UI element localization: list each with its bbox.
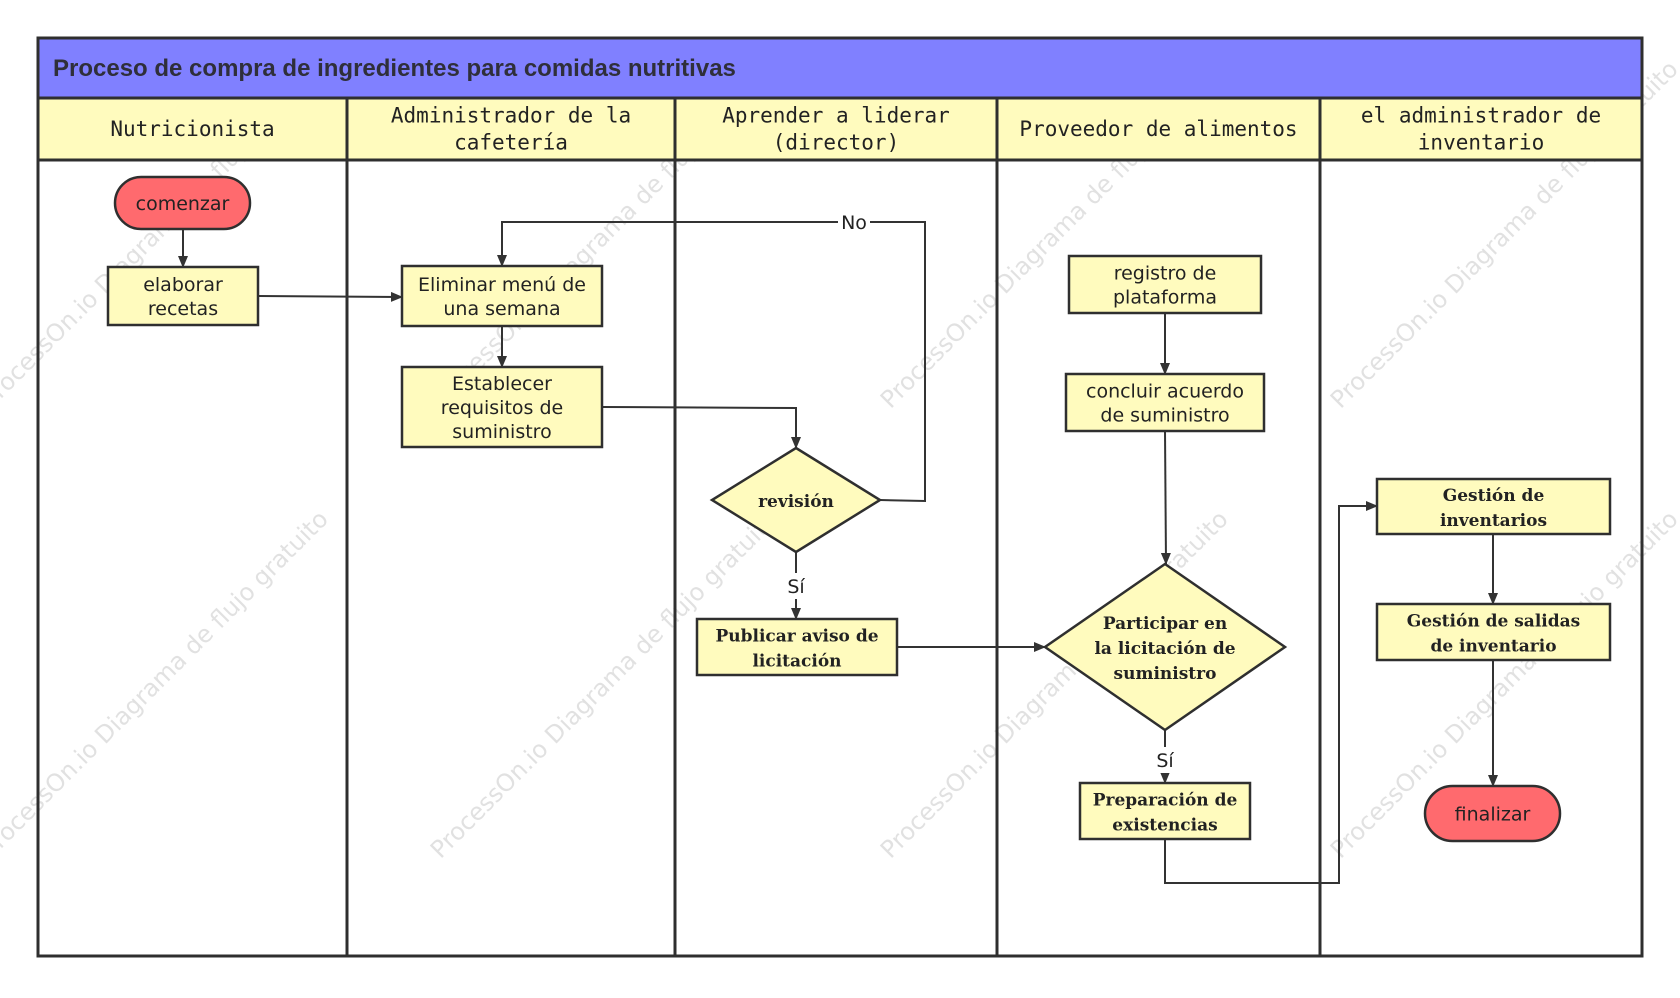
edge-establecer-to-revision <box>601 406 801 449</box>
lane-label-administrador: Administrador de la <box>391 104 631 128</box>
edge-concluir-to-participar <box>1160 430 1171 565</box>
edge-label-bg <box>1149 747 1181 773</box>
registro-process-box <box>1067 254 1263 315</box>
elaborar-process-box <box>106 265 260 327</box>
concluir-label: de suministro <box>1100 405 1229 427</box>
lane-label-inventario: el administrador de <box>1361 104 1601 128</box>
concluir-label: concluir acuerdo <box>1086 381 1244 403</box>
edge-label-participar-preparacion: Sí <box>1156 750 1174 772</box>
watermark-text: ProcessOn.io Diagrama de flujo gratuito <box>0 505 334 864</box>
preparacion-label: existencias <box>1112 816 1217 836</box>
comenzar-label: comenzar <box>136 193 230 215</box>
participar-label: Participar en <box>1103 614 1227 634</box>
eliminar-label: Eliminar menú de <box>418 274 586 296</box>
lane-label-director: (director) <box>773 131 899 155</box>
establecer-process-box <box>400 365 604 449</box>
registro-label: registro de <box>1114 263 1217 285</box>
establecer-label: requisitos de <box>441 397 563 419</box>
participar-label: suministro <box>1114 664 1217 684</box>
registro-label: plataforma <box>1113 287 1217 309</box>
elaborar-label: recetas <box>148 298 218 320</box>
publicar-label: licitación <box>752 652 841 672</box>
lane-label-administrador: cafetería <box>454 131 568 155</box>
watermark-text: ProcessOn.io Diagrama de flujo gratuito <box>425 505 784 864</box>
edge-elaborar-to-eliminar <box>257 291 403 302</box>
edge-label-bg <box>838 209 870 235</box>
revision-decision-diamond <box>709 446 883 554</box>
swimlanes: Nutricionista Administrador de la cafeterí… <box>36 96 1644 956</box>
publicar-process-box <box>695 617 899 677</box>
lane-header-administrador <box>345 96 677 162</box>
gestion-label: Gestión de <box>1443 486 1545 506</box>
establecer-label: Establecer <box>452 373 552 395</box>
node-publicar: Publicar aviso de licitación <box>695 617 899 677</box>
comenzar-terminal <box>113 175 252 231</box>
node-participar: Participar en la licitación de suministro <box>1042 562 1288 732</box>
node-comenzar: comenzar <box>113 175 252 231</box>
finalizar-terminal <box>1423 784 1562 843</box>
preparacion-process-box <box>1078 781 1252 841</box>
connectors <box>178 221 1498 884</box>
gestion-label: inventarios <box>1440 511 1547 531</box>
node-preparacion: Preparación de existencias <box>1078 781 1252 841</box>
preparacion-label: Preparación de <box>1093 791 1238 811</box>
establecer-label: suministro <box>452 421 551 443</box>
diagram-title: Proceso de compra de ingredientes para c… <box>53 55 736 82</box>
lane-header-proveedor <box>995 96 1322 162</box>
concluir-process-box <box>1064 372 1266 433</box>
lane-header-inventario <box>1318 96 1644 162</box>
elaborar-label: elaborar <box>143 274 223 296</box>
title-bar <box>36 36 1644 100</box>
salidas-process-box <box>1375 602 1612 662</box>
lane-label-proveedor: Proveedor de alimentos <box>1019 117 1297 141</box>
node-gestion: Gestión de inventarios <box>1375 477 1612 536</box>
node-finalizar: finalizar <box>1423 784 1562 843</box>
revision-label: revisión <box>758 492 834 512</box>
edge-label-revision-publicar: Sí <box>787 576 805 598</box>
edge-revision-to-eliminar <box>497 221 926 503</box>
salidas-label: de inventario <box>1430 637 1556 657</box>
lane-label-director: Aprender a liderar <box>722 104 950 128</box>
participar-label: la licitación de <box>1094 639 1235 659</box>
eliminar-label: una semana <box>443 298 560 320</box>
node-revision: revisión <box>709 446 883 554</box>
lane-label-nutricionista: Nutricionista <box>110 117 274 141</box>
salidas-label: Gestión de salidas <box>1407 612 1580 632</box>
publicar-label: Publicar aviso de <box>715 627 878 647</box>
node-salidas: Gestión de salidas de inventario <box>1375 602 1612 662</box>
eliminar-process-box <box>400 264 604 328</box>
lane-label-inventario: inventario <box>1418 131 1544 155</box>
edge-label-bg <box>780 573 812 599</box>
lane-header-nutricionista <box>36 96 349 162</box>
participar-decision-diamond <box>1042 562 1288 732</box>
edge-label-revision-eliminar: No <box>841 212 867 234</box>
gestion-process-box <box>1375 477 1612 536</box>
edge-preparacion-to-gestion <box>1164 501 1378 884</box>
finalizar-label: finalizar <box>1455 804 1531 826</box>
